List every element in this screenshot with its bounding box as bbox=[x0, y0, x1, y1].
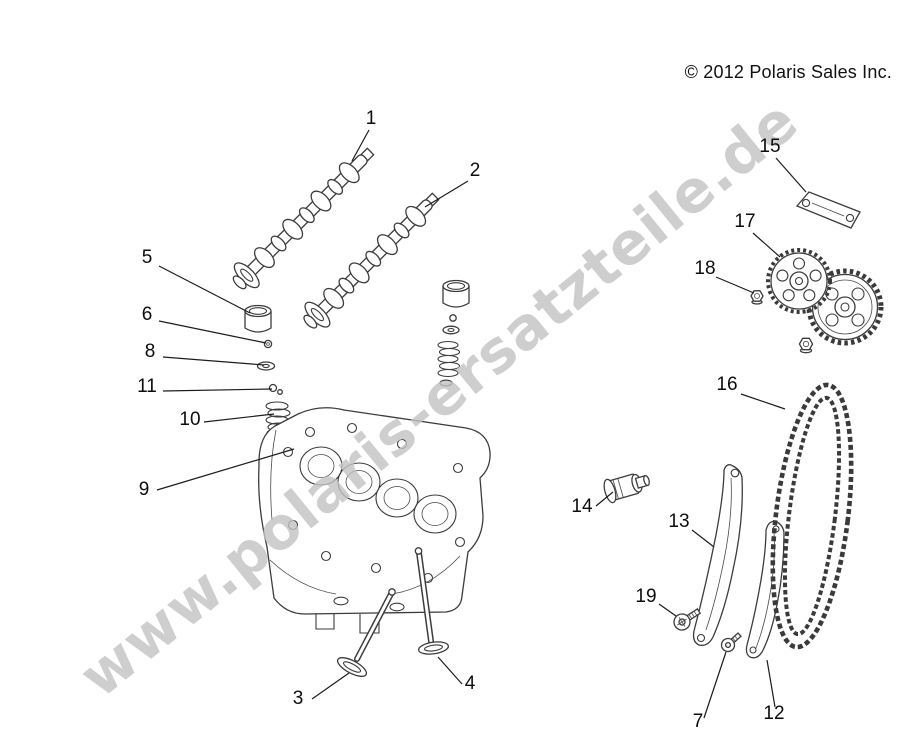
spring-retainer bbox=[256, 361, 276, 371]
callout-1: 1 bbox=[366, 108, 377, 129]
valve-front bbox=[336, 588, 396, 677]
callout-2: 2 bbox=[470, 160, 481, 181]
callout-15: 15 bbox=[759, 136, 780, 157]
cam-sprockets bbox=[766, 248, 884, 346]
callout-9: 9 bbox=[139, 479, 150, 500]
callout-4: 4 bbox=[465, 673, 476, 694]
callout-6: 6 bbox=[142, 304, 153, 325]
chain-guide-fixed bbox=[745, 520, 785, 659]
valve-shim bbox=[263, 339, 273, 349]
callout-8: 8 bbox=[145, 341, 156, 362]
callout-18: 18 bbox=[694, 258, 715, 279]
valve-rear bbox=[414, 547, 450, 655]
cylinder-head bbox=[258, 407, 491, 634]
callout-11: 11 bbox=[137, 376, 157, 397]
valve-keepers bbox=[268, 383, 283, 395]
cam-chain bbox=[770, 382, 854, 650]
leader-lines bbox=[156, 129, 807, 719]
camshaft-2 bbox=[303, 192, 440, 329]
callout-17: 17 bbox=[734, 211, 755, 232]
sprocket-bolts bbox=[750, 290, 814, 354]
guide-bolt-upper bbox=[673, 608, 702, 631]
chain-guide-tensioner-side bbox=[692, 464, 743, 646]
mount-bracket bbox=[795, 191, 861, 229]
callout-5: 5 bbox=[142, 247, 153, 268]
valve-spring-left bbox=[265, 401, 291, 438]
callout-7: 7 bbox=[693, 711, 704, 732]
callout-14: 14 bbox=[571, 496, 593, 517]
copyright-notice: © 2012 Polaris Sales Inc. bbox=[684, 62, 892, 82]
chain-tensioner bbox=[603, 473, 650, 504]
callout-19: 19 bbox=[635, 586, 656, 607]
guide-bolt-lower bbox=[720, 632, 742, 653]
callout-labels: 1 2 3 4 5 6 7 8 9 10 11 12 13 14 15 16 1… bbox=[137, 108, 784, 732]
callout-3: 3 bbox=[293, 688, 304, 709]
callout-12: 12 bbox=[763, 703, 784, 724]
tappet-bucket-left bbox=[244, 304, 272, 333]
camshaft-1 bbox=[232, 147, 375, 290]
callout-13: 13 bbox=[668, 511, 689, 532]
callout-10: 10 bbox=[179, 409, 200, 430]
callout-16: 16 bbox=[716, 374, 737, 395]
valve-stack-right bbox=[437, 279, 470, 387]
